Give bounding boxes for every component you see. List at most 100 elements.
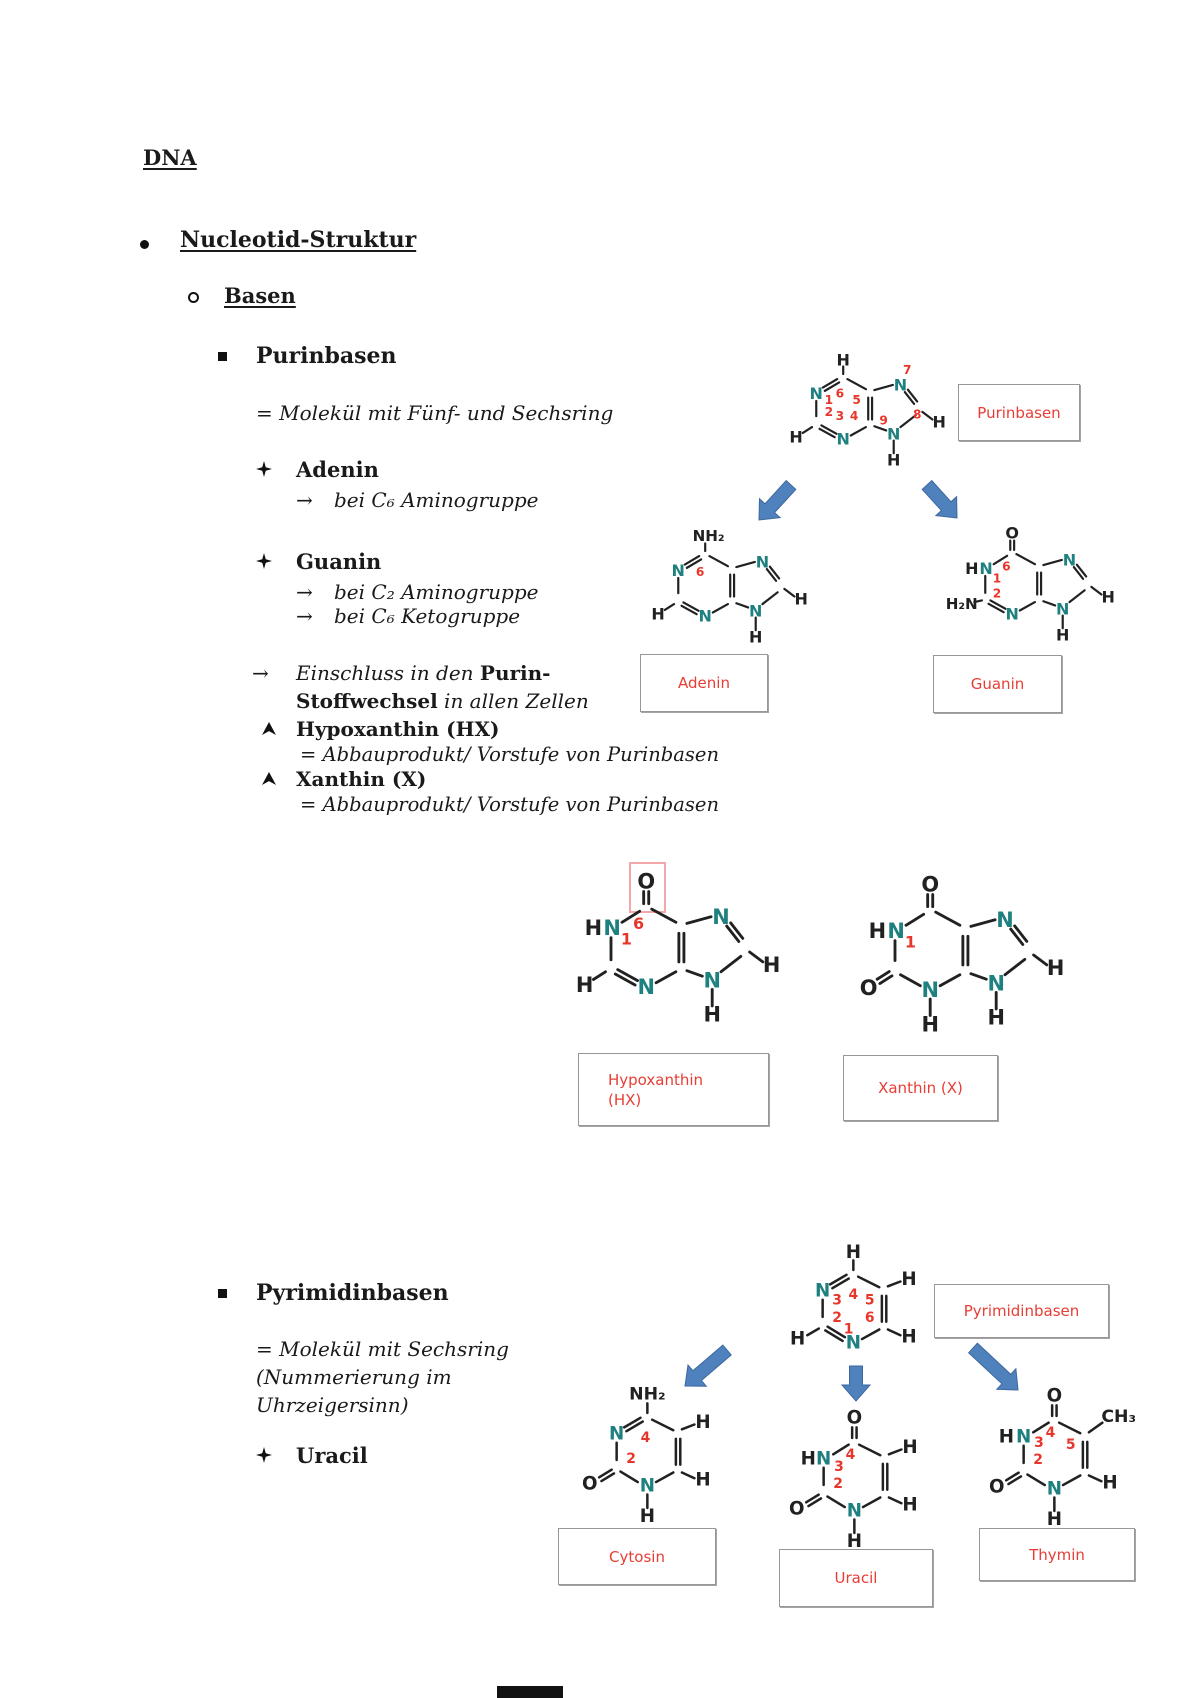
svg-text:N: N xyxy=(816,1449,831,1470)
item-adenin: Adenin xyxy=(296,457,379,482)
svg-text:N: N xyxy=(887,424,900,443)
svg-text:N: N xyxy=(712,905,729,929)
svg-text:H: H xyxy=(902,1437,917,1458)
svg-text:H: H xyxy=(695,1412,710,1433)
svg-text:N: N xyxy=(1006,604,1019,623)
svg-text:H: H xyxy=(576,973,593,997)
svg-text:O: O xyxy=(789,1499,805,1520)
svg-text:2: 2 xyxy=(1033,1452,1043,1468)
svg-text:N: N xyxy=(637,975,654,999)
svg-text:N: N xyxy=(640,1475,655,1496)
item-pyrimidinbasen: Pyrimidinbasen xyxy=(256,1280,449,1306)
label-box-thymin: Thymin xyxy=(979,1528,1135,1581)
svg-text:2: 2 xyxy=(626,1451,636,1467)
svg-text:N: N xyxy=(672,561,685,580)
svg-text:H: H xyxy=(651,605,664,624)
item-xanthin: Xanthin (X) xyxy=(296,767,427,791)
svg-text:H: H xyxy=(987,1006,1004,1030)
label-box-cytosin: Cytosin xyxy=(558,1528,716,1585)
label-box-xanthin: Xanthin (X) xyxy=(843,1055,998,1121)
svg-text:N: N xyxy=(1056,599,1069,618)
arrow-glyph: → xyxy=(296,488,313,512)
arrow-glyph: → xyxy=(296,580,313,604)
svg-text:H: H xyxy=(846,1242,861,1263)
svg-text:6: 6 xyxy=(633,914,644,933)
arrowhead-bullet-icon xyxy=(262,722,276,735)
bullet-circle-icon xyxy=(188,292,199,303)
svg-text:3: 3 xyxy=(1034,1435,1044,1451)
arrow-glyph: → xyxy=(296,604,313,628)
hypoxanthin-definition: = Abbauprodukt/ Vorstufe von Purinbasen xyxy=(300,743,720,766)
svg-text:H: H xyxy=(640,1506,655,1527)
purinbasen-definition: = Molekül mit Fünf- und Sechsring xyxy=(256,401,614,425)
svg-text:H: H xyxy=(695,1470,710,1491)
label-box-adenin: Adenin xyxy=(640,654,768,712)
svg-text:N: N xyxy=(756,552,769,571)
item-hypoxanthin: Hypoxanthin (HX) xyxy=(296,717,500,741)
svg-text:N: N xyxy=(699,606,712,625)
page-title: DNA xyxy=(143,145,197,170)
guanin-note-2: →bei C₆ Ketogruppe xyxy=(296,604,521,628)
label-box-pyrimidinbasen: Pyrimidinbasen xyxy=(934,1284,1109,1338)
einschluss-line-2: Stoffwechsel in allen Zellen xyxy=(296,689,589,713)
svg-text:H: H xyxy=(790,1329,805,1350)
pyrimidin-definition-3: Uhrzeigersinn) xyxy=(256,1393,409,1417)
svg-text:H: H xyxy=(932,413,945,432)
svg-text:N: N xyxy=(1063,550,1076,569)
xanthin-definition: = Abbauprodukt/ Vorstufe von Purinbasen xyxy=(300,793,720,816)
svg-text:H: H xyxy=(801,1449,816,1470)
svg-text:7: 7 xyxy=(903,363,911,377)
svg-text:O: O xyxy=(921,873,939,897)
svg-text:N: N xyxy=(703,969,720,993)
svg-text:O: O xyxy=(847,1407,863,1428)
svg-text:H: H xyxy=(703,1003,720,1027)
svg-text:N: N xyxy=(815,1281,830,1302)
svg-text:H: H xyxy=(901,1269,916,1290)
svg-text:1: 1 xyxy=(825,393,833,407)
section-basen: Basen xyxy=(224,283,296,308)
star-bullet-icon xyxy=(256,461,272,477)
svg-text:N: N xyxy=(837,429,850,448)
item-uracil: Uracil xyxy=(296,1443,368,1468)
svg-text:1: 1 xyxy=(844,1321,854,1337)
svg-text:N: N xyxy=(987,972,1004,996)
svg-text:N: N xyxy=(847,1500,862,1521)
svg-text:H: H xyxy=(837,350,850,369)
svg-text:H: H xyxy=(1047,1509,1062,1530)
svg-text:5: 5 xyxy=(865,1293,875,1309)
bullet-square-icon xyxy=(218,352,227,361)
svg-text:N: N xyxy=(609,1424,624,1445)
svg-text:9: 9 xyxy=(879,413,887,427)
svg-text:O: O xyxy=(1005,524,1019,543)
svg-text:H: H xyxy=(847,1531,862,1552)
label-box-guanin: Guanin xyxy=(933,655,1062,713)
svg-text:H: H xyxy=(1056,625,1069,644)
label-box-uracil: Uracil xyxy=(779,1549,933,1607)
svg-text:2: 2 xyxy=(825,405,833,419)
svg-text:N: N xyxy=(996,908,1013,932)
svg-text:N: N xyxy=(979,559,992,578)
svg-text:N: N xyxy=(1016,1427,1031,1448)
svg-text:4: 4 xyxy=(641,1430,651,1446)
svg-text:H: H xyxy=(869,919,886,943)
svg-text:H: H xyxy=(1102,1473,1117,1494)
svg-text:NH₂: NH₂ xyxy=(693,527,725,545)
svg-text:N: N xyxy=(894,375,907,394)
svg-text:1: 1 xyxy=(993,572,1001,586)
svg-text:H: H xyxy=(585,916,602,940)
svg-text:4: 4 xyxy=(850,409,858,423)
svg-text:O: O xyxy=(582,1474,598,1495)
svg-text:H: H xyxy=(902,1495,917,1516)
item-purinbasen: Purinbasen xyxy=(256,343,397,369)
svg-text:N: N xyxy=(1047,1478,1062,1499)
pyrimidin-definition-2: (Nummerierung im xyxy=(256,1365,452,1389)
svg-text:H: H xyxy=(999,1427,1014,1448)
svg-text:1: 1 xyxy=(621,929,632,948)
svg-text:H: H xyxy=(887,450,900,469)
svg-text:N: N xyxy=(749,601,762,620)
keto-group-highlight xyxy=(629,862,666,913)
